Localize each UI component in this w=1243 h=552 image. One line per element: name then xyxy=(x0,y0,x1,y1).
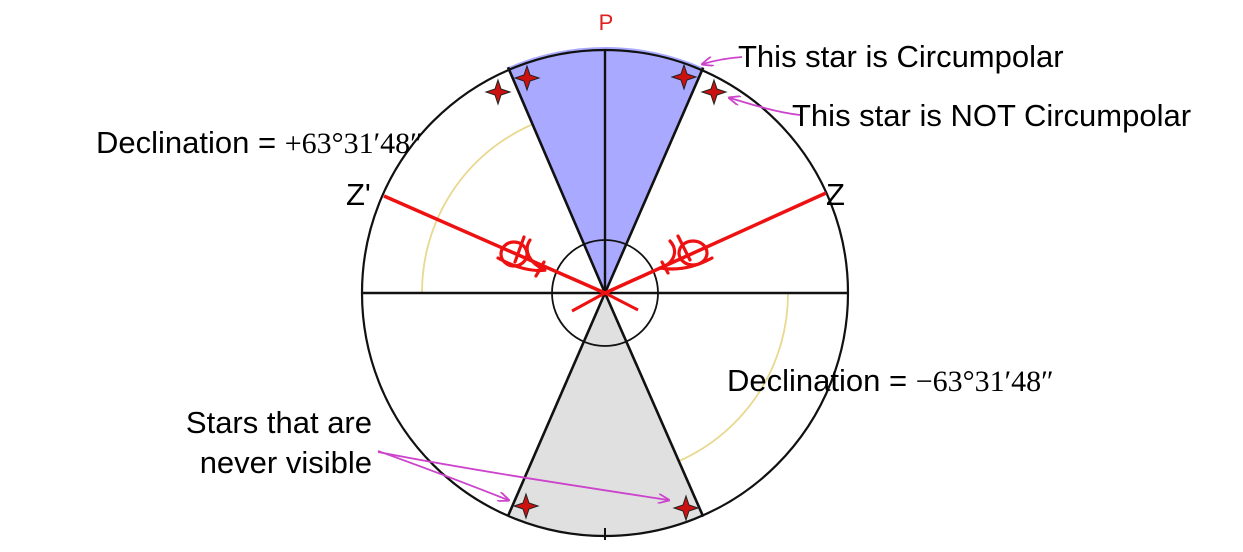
not-circumpolar-arrow xyxy=(730,98,801,116)
not-circumpolar-label: This star is NOT Circumpolar xyxy=(792,98,1191,133)
circumpolar-arrow xyxy=(703,56,743,64)
declination-south-label: Declination = −63°31′48″ xyxy=(727,363,1054,398)
star-circumpolar-left xyxy=(513,64,541,92)
never-visible-label-line2: never visible xyxy=(200,445,372,480)
star-never-visible-left xyxy=(512,492,540,520)
zenith-prime-line-extension xyxy=(604,291,639,312)
declination-north-label: Declination = +63°31′48″ xyxy=(96,125,423,160)
angle-scribble-left xyxy=(496,235,547,278)
sector-boundary-upper-right xyxy=(603,67,705,294)
declination-south-arc xyxy=(678,292,789,462)
zenith-prime-label: Z' xyxy=(346,177,371,212)
pole-label: P xyxy=(599,10,614,35)
zenith-prime-line xyxy=(383,194,606,295)
observer-circle xyxy=(551,239,659,347)
star-circumpolar-right xyxy=(670,63,698,91)
declination-north-arc xyxy=(421,124,532,294)
star-not-circumpolar-left xyxy=(484,78,512,106)
zenith-label: Z xyxy=(826,177,845,212)
star-never-visible-right xyxy=(672,494,700,522)
never-visible-label-line1: Stars that are xyxy=(186,405,372,440)
declination-south-prefix: Declination = xyxy=(727,363,916,398)
declination-north-prefix: Declination = xyxy=(96,125,285,160)
never-visible-arrow-left xyxy=(377,450,508,500)
never-visible-arrow-right xyxy=(377,451,668,500)
never-visible-sector xyxy=(508,293,704,537)
circumpolar-label: This star is Circumpolar xyxy=(738,39,1064,74)
sector-boundary-lower-left xyxy=(506,292,607,517)
sector-boundary-upper-left xyxy=(506,66,607,294)
angle-scribble-right xyxy=(659,234,714,275)
zenith-line-extension xyxy=(571,291,606,313)
declination-south-value: −63°31′48″ xyxy=(916,365,1054,398)
zenith-line xyxy=(604,191,827,295)
declination-north-value: +63°31′48″ xyxy=(285,127,423,160)
sector-boundary-lower-right xyxy=(603,292,705,518)
star-not-circumpolar-right xyxy=(700,78,728,106)
